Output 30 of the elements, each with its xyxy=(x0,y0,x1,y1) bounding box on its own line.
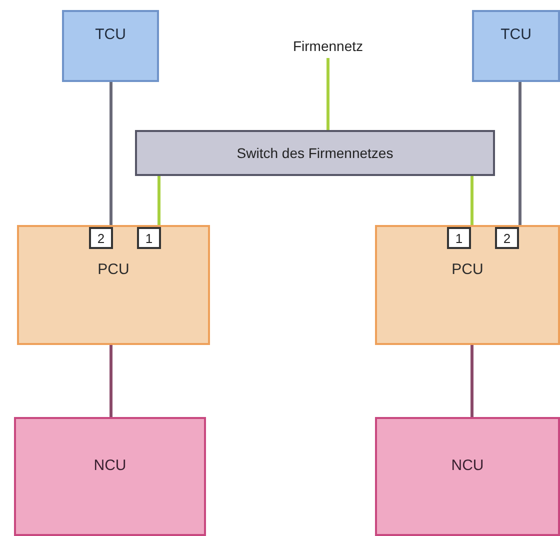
network-label: Firmennetz xyxy=(292,36,364,56)
port-box xyxy=(495,227,519,249)
box-label: NCU xyxy=(451,456,484,476)
box-label: PCU xyxy=(452,260,484,280)
switch-box xyxy=(135,130,495,176)
pcu-box xyxy=(17,225,210,345)
port-box xyxy=(89,227,113,249)
port-number: 2 xyxy=(97,232,105,244)
connector-line xyxy=(518,82,522,227)
connector-line xyxy=(326,58,330,130)
port-box xyxy=(137,227,161,249)
port-box xyxy=(447,227,471,249)
port-number: 1 xyxy=(455,232,463,244)
box-label: TCU xyxy=(95,25,126,45)
connector-line xyxy=(470,345,474,417)
connector-line xyxy=(110,82,112,227)
connector-line xyxy=(110,345,112,417)
box-label: Switch des Firmennetzes xyxy=(236,144,394,162)
connector-line xyxy=(470,176,474,227)
box-label: TCU xyxy=(500,25,532,45)
port-number: 2 xyxy=(503,232,511,244)
ncu-box xyxy=(375,417,560,536)
box-label: NCU xyxy=(94,456,126,476)
ncu-box xyxy=(14,417,206,536)
tcu-box xyxy=(62,10,159,82)
tcu-box xyxy=(472,10,560,82)
box-label: PCU xyxy=(98,260,130,280)
connector-line xyxy=(158,176,160,227)
pcu-box xyxy=(375,225,560,345)
port-number: 1 xyxy=(145,232,153,244)
